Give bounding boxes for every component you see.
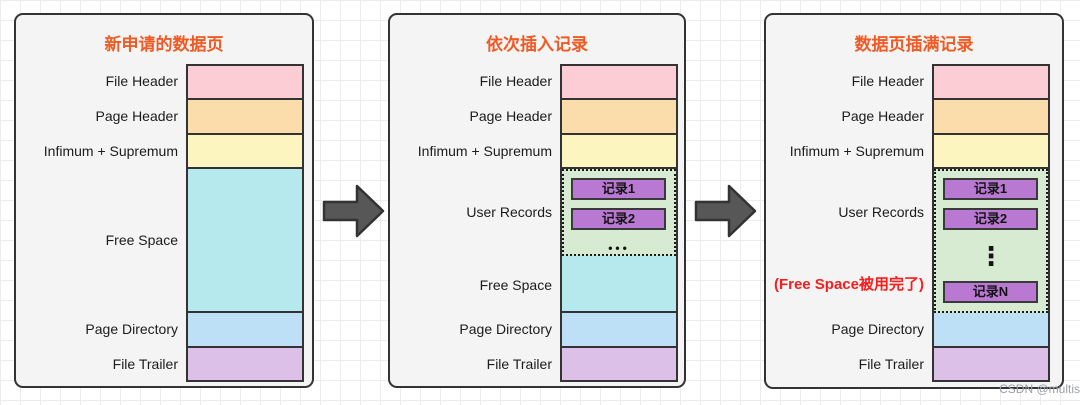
ellipsis-vertical: ⋮ (978, 241, 1004, 271)
label-file-trailer: File Trailer (486, 356, 552, 372)
panel-new-data-page: 新申请的数据页 File Header Page Header Infimum … (14, 13, 314, 388)
record-box: 记录1 (571, 178, 666, 200)
page-column: 记录1 记录2 ⋮ 记录N (932, 64, 1050, 382)
watermark: CSDN @multis (999, 382, 1080, 396)
label-file-header: File Header (851, 73, 924, 89)
record-box: 记录1 (943, 178, 1038, 200)
label-page-header: Page Header (95, 108, 178, 124)
block-file-header (934, 66, 1048, 100)
label-infimum-supremum: Infimum + Supremum (43, 143, 178, 159)
page-column: 记录1 记录2 ••• (560, 64, 678, 382)
label-file-header: File Header (105, 73, 178, 89)
label-page-directory: Page Directory (831, 321, 924, 337)
block-infimum-supremum (934, 135, 1048, 169)
block-page-header (562, 100, 676, 135)
label-infimum-supremum: Infimum + Supremum (789, 143, 924, 159)
block-page-directory (934, 313, 1048, 348)
label-file-header: File Header (479, 73, 552, 89)
panel-title: 数据页插满记录 (854, 35, 974, 54)
panel-inserting-records: 依次插入记录 File Header Page Header Infimum +… (388, 13, 686, 388)
label-free-space: Free Space (479, 277, 552, 293)
block-file-header (188, 66, 302, 100)
block-page-header (188, 100, 302, 135)
block-page-header (934, 100, 1048, 135)
block-infimum-supremum (562, 135, 676, 169)
arrow-right-icon (322, 184, 385, 238)
label-infimum-supremum: Infimum + Supremum (417, 143, 552, 159)
label-page-directory: Page Directory (459, 321, 552, 337)
panel-page-full: 数据页插满记录 File Header Page Header Infimum … (764, 13, 1064, 389)
arrow-right-icon (694, 184, 757, 238)
label-free-space: Free Space (105, 232, 178, 248)
block-file-trailer (934, 348, 1048, 380)
label-file-trailer: File Trailer (112, 356, 178, 372)
panel-title: 依次插入记录 (486, 35, 588, 54)
ellipsis-horizontal: ••• (608, 241, 630, 255)
block-page-directory (188, 313, 302, 348)
block-page-directory (562, 313, 676, 348)
panel-title: 新申请的数据页 (104, 35, 224, 54)
note-free-space-used-up: (Free Space被用完了) (773, 276, 924, 293)
block-file-header (562, 66, 676, 100)
record-box: 记录N (943, 281, 1038, 303)
label-page-directory: Page Directory (85, 321, 178, 337)
block-user-records: 记录1 记录2 ⋮ 记录N (934, 169, 1048, 313)
record-box: 记录2 (943, 208, 1038, 230)
label-page-header: Page Header (469, 108, 552, 124)
label-file-trailer: File Trailer (858, 356, 924, 372)
page-column (186, 64, 304, 382)
block-free-space (188, 169, 302, 313)
block-free-space (562, 256, 676, 313)
block-file-trailer (562, 348, 676, 380)
label-page-header: Page Header (841, 108, 924, 124)
record-box: 记录2 (571, 208, 666, 230)
block-user-records: 记录1 记录2 ••• (562, 169, 676, 256)
label-user-records: User Records (466, 204, 552, 220)
block-infimum-supremum (188, 135, 302, 169)
label-user-records: User Records (838, 204, 924, 220)
block-file-trailer (188, 348, 302, 380)
